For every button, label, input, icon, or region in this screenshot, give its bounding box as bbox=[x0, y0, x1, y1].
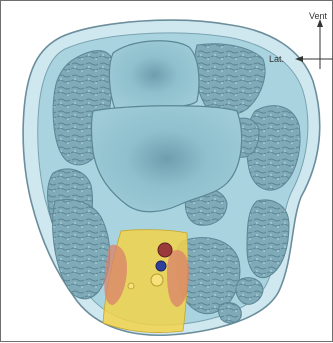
bone-upper bbox=[109, 41, 199, 109]
vein bbox=[156, 261, 166, 271]
muscle-posterior-small-2 bbox=[218, 303, 241, 324]
vertical-orientation-label: Vent bbox=[309, 11, 328, 21]
artery bbox=[158, 243, 172, 257]
nerve-small bbox=[128, 283, 134, 289]
nerve bbox=[151, 274, 163, 286]
horizontal-orientation-label: Lat. bbox=[269, 54, 284, 64]
